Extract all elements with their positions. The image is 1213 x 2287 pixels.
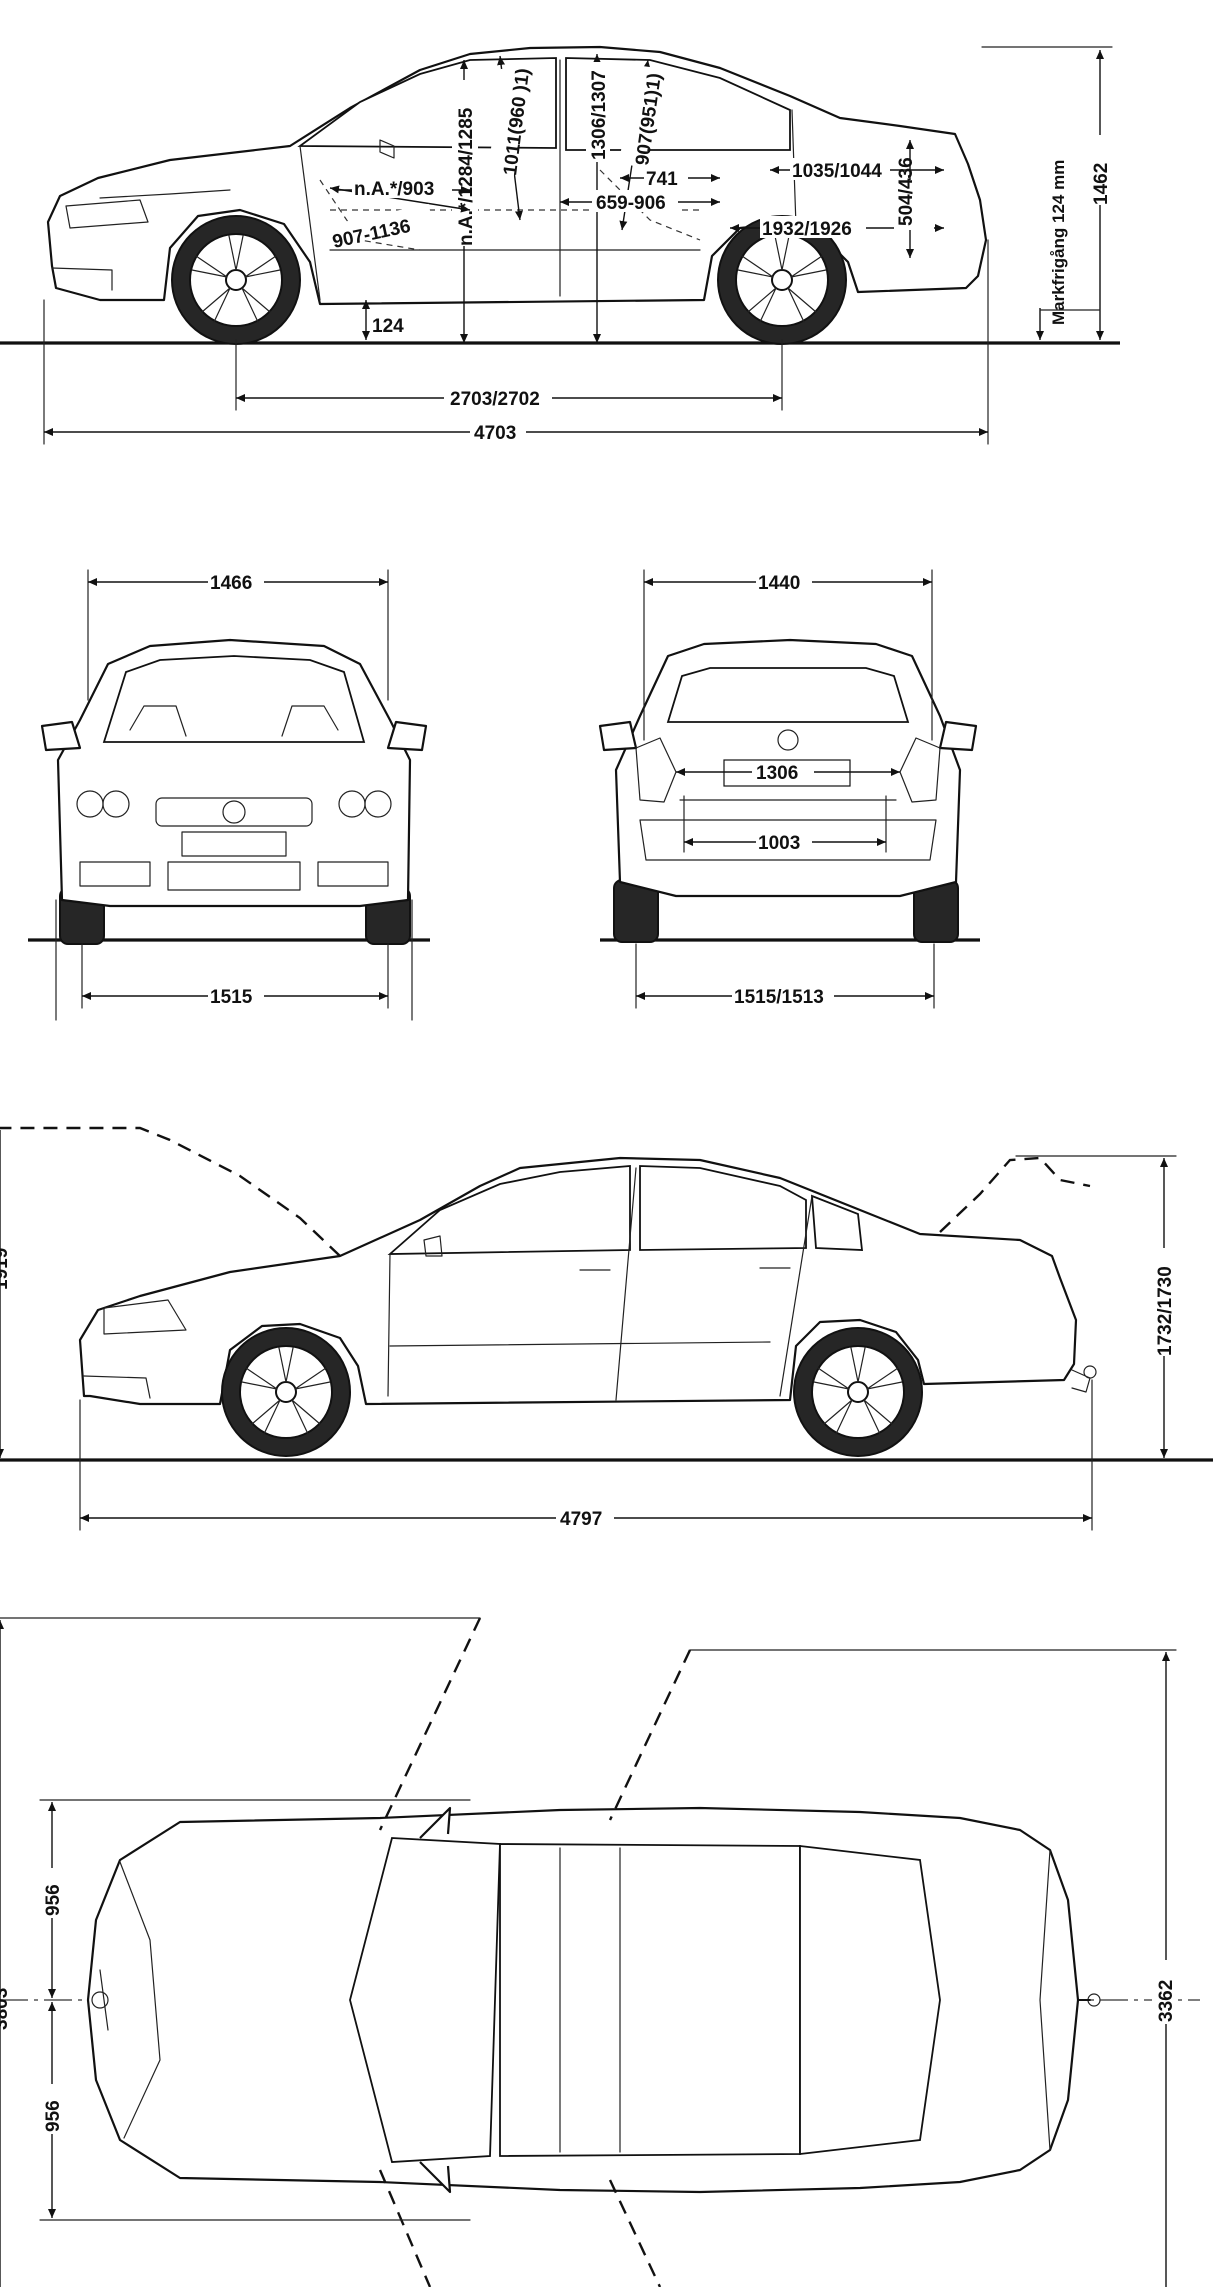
rear-mirror-right (938, 720, 978, 752)
dim-doors-open-length: 3362 (1156, 1980, 1177, 2022)
top-mirror-right (419, 2161, 452, 2194)
dim-front-mirror-width: 1466 (210, 573, 252, 594)
open-front-window (387, 1165, 631, 1255)
rear-logo (777, 729, 799, 751)
dim-rear-seat-depth: 741 (646, 169, 678, 190)
dim-height-open-trunk: 1732/1730 (1155, 1266, 1176, 1356)
dim-half-width-left: 956 (43, 1884, 64, 1916)
rear-taillight-right (899, 737, 941, 803)
top-view: 3362 956 956 3803 (0, 1617, 1200, 2287)
dim-rear-track: 1515/1513 (734, 987, 824, 1008)
front-logo (222, 800, 246, 824)
dim-wheelbase: 2703/2702 (450, 389, 540, 410)
top-mirror-left (419, 1806, 452, 1839)
rear-view: 1440 1306 1003 1515/1513 (598, 569, 980, 1009)
front-view: 1466 1515 (28, 569, 430, 1021)
dim-clearance-note: Markfrigång 124 mm (1049, 160, 1068, 325)
side-front-window (297, 57, 557, 149)
rear-mirror-left (598, 720, 638, 752)
tow-hitch (1071, 1369, 1091, 1393)
dim-overall-with-hitch: 4797 (560, 1509, 602, 1530)
dim-half-width-right: 956 (43, 2100, 64, 2132)
dim-rear-legroom: 659-906 (596, 193, 666, 214)
open-headlight (103, 1299, 187, 1335)
open-trunk-outline (939, 1156, 1091, 1233)
top-logo (91, 1991, 109, 2009)
top-windshield (349, 1837, 501, 2163)
front-grille (155, 797, 313, 827)
open-side-view: 4797 1732/1730 1919 (0, 1126, 1213, 1531)
open-rear-window (639, 1165, 807, 1251)
front-plate (181, 831, 287, 857)
dim-front-headroom-b: n.A.*/1284/1285 (456, 107, 477, 246)
front-mirror-left (40, 720, 82, 752)
dim-interior-height: 1306/1307 (589, 70, 610, 160)
top-roof (499, 1843, 801, 2157)
top-rear-window (799, 1844, 941, 2156)
dim-front-legroom-b: n.A.*/903 (354, 179, 434, 200)
dim-trunk-opening: 1003 (758, 833, 800, 854)
dim-rear-plate-width: 1306 (756, 763, 798, 784)
side-view: 1462 Markfrigång 124 mm 124 2703/2702 47… (0, 45, 1120, 445)
dim-bumper-height: 504/436 (896, 157, 917, 226)
rear-window (666, 667, 910, 723)
dim-ground-clearance: 124 (372, 316, 404, 337)
dim-height-open-hood: 1919 (0, 1248, 12, 1290)
dim-rear-mirror-width: 1440 (758, 573, 800, 594)
side-headlight (65, 199, 149, 229)
open-hood-outline (0, 1126, 341, 1257)
dim-front-track: 1515 (210, 987, 253, 1008)
dim-trunk-rear: 1932/1926 (762, 219, 852, 240)
rear-taillight-left (635, 737, 677, 803)
front-windshield (102, 655, 366, 743)
front-mirror-right (386, 720, 428, 752)
dim-height: 1462 (1091, 163, 1112, 205)
dim-overall-width: 3803 (0, 1988, 12, 2030)
side-mirror (379, 139, 395, 159)
dim-overall-length: 4703 (474, 423, 516, 444)
dim-trunk-length: 1035/1044 (792, 161, 882, 182)
